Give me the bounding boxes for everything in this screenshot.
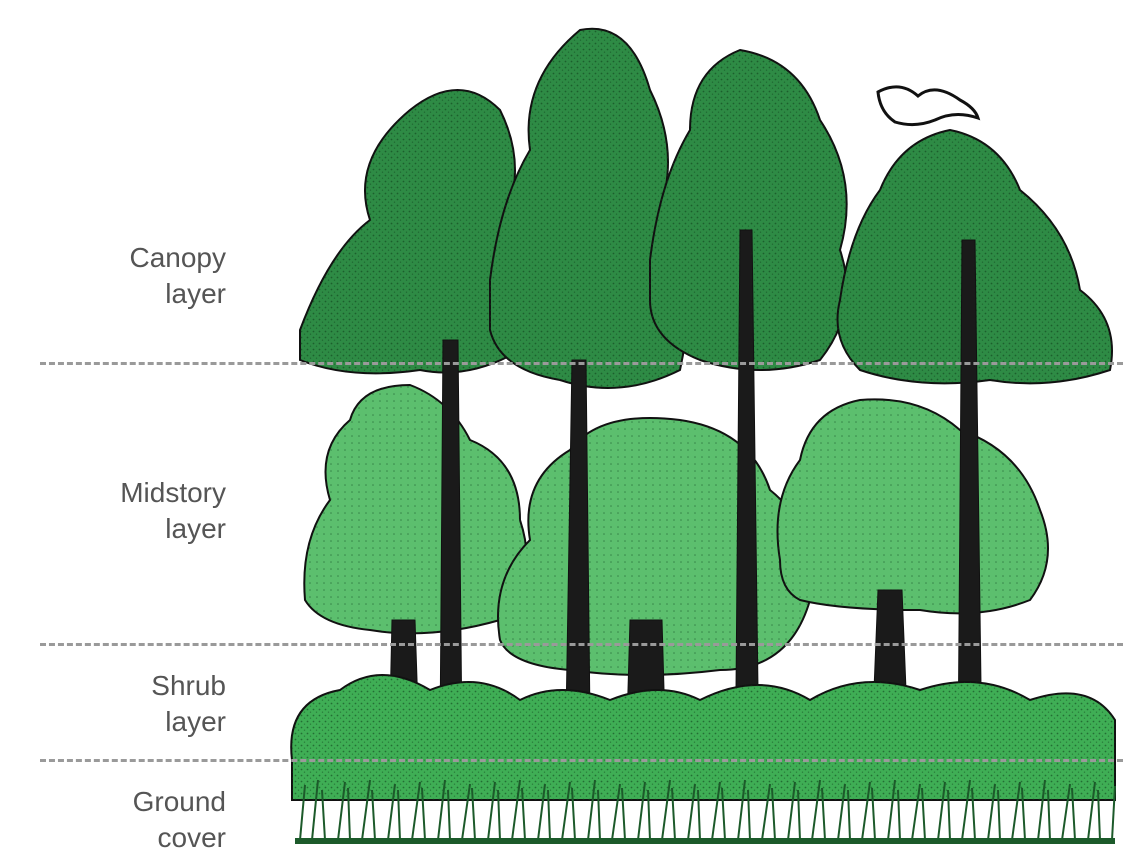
- trunk-2: [566, 360, 590, 720]
- trunk-1: [440, 340, 462, 740]
- divider-shrub-ground: [40, 759, 1123, 762]
- label-shrub-layer: Shrub layer: [151, 668, 226, 740]
- canopy-tree-2: [490, 29, 687, 388]
- label-midstory-layer: Midstory layer: [120, 475, 226, 547]
- label-ground-cover: Ground cover: [133, 784, 226, 856]
- label-shrub-line1: Shrub: [151, 668, 226, 704]
- label-canopy-line2: layer: [129, 276, 226, 312]
- label-ground-line1: Ground: [133, 784, 226, 820]
- midstory-tree-left: [304, 385, 526, 633]
- canopy-trees: [300, 29, 1112, 388]
- label-canopy-layer: Canopy layer: [129, 240, 226, 312]
- label-ground-line2: cover: [133, 820, 226, 856]
- divider-canopy-midstory: [40, 362, 1123, 365]
- label-canopy-line1: Canopy: [129, 240, 226, 276]
- trunk-7: [874, 590, 906, 690]
- label-midstory-line2: layer: [120, 511, 226, 547]
- ground-line: [295, 838, 1115, 844]
- label-midstory-line1: Midstory: [120, 475, 226, 511]
- shrub-mass: [291, 675, 1115, 800]
- divider-midstory-shrub: [40, 643, 1123, 646]
- bird-icon: [878, 87, 978, 125]
- midstory-tree-right: [778, 399, 1049, 613]
- label-shrub-line2: layer: [151, 704, 226, 740]
